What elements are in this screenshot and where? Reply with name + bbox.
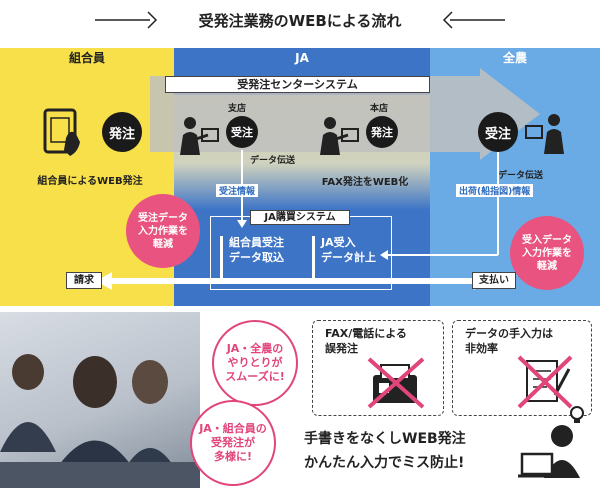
zennoh-receive-circle: 受注 bbox=[478, 112, 518, 152]
title-area: 受発注業務のWEBによる流れ bbox=[0, 0, 600, 40]
page-title: 受発注業務のWEBによる流れ bbox=[198, 12, 402, 30]
ja-system-title: JA購買システム bbox=[250, 210, 350, 225]
member-web-caption: 組合員によるWEB発注 bbox=[37, 176, 143, 187]
call-center-photo bbox=[0, 312, 200, 488]
operator-icon-zennoh bbox=[525, 114, 564, 154]
column-header-ja: JA bbox=[295, 51, 309, 65]
fax-machine-icon bbox=[367, 357, 425, 409]
benefit-bubble-left: 受注データ 入力作業を 軽減 bbox=[126, 194, 200, 268]
operator-silhouettes bbox=[0, 354, 200, 488]
branch-label: 支店 bbox=[228, 104, 247, 114]
benefit-bubble-right: 受入データ 入力作業を 軽減 bbox=[510, 216, 584, 290]
head-office-label: 本店 bbox=[370, 104, 389, 114]
paperwork-icon bbox=[517, 355, 573, 409]
slogan-line-2: かんたん入力でミス防止! bbox=[304, 455, 465, 471]
head-office-order-circle: 発注 bbox=[366, 116, 398, 148]
column-header-member: 組合員 bbox=[68, 51, 105, 65]
lightbulb-icon bbox=[570, 406, 584, 423]
system-banner: 受発注センターシステム bbox=[165, 76, 430, 93]
fax-web-caption: FAX発注をWEB化 bbox=[321, 177, 409, 188]
problem-manual-text: データの手入力は 非効率 bbox=[465, 327, 553, 355]
branch-receive-circle: 受注 bbox=[226, 116, 258, 148]
operator-icon-head-office bbox=[320, 117, 359, 155]
order-info-tag: 受注情報 bbox=[216, 184, 259, 197]
shipping-info-tag: 出荷(船指図)情報 bbox=[456, 184, 534, 197]
invoice-box: 請求 bbox=[66, 272, 102, 289]
column-header-zennoh: 全農 bbox=[502, 51, 527, 65]
operator-icon-branch bbox=[180, 117, 219, 155]
diverse-bubble: JA・組合員の 受発注が 多様に! bbox=[190, 400, 276, 486]
ja-system-item-intake: 組合員受注 データ取込 bbox=[220, 236, 298, 280]
slogan-line-1: 手書きをなくしWEB発注 bbox=[304, 431, 466, 447]
member-order-circle: 発注 bbox=[102, 112, 142, 152]
smooth-bubble: JA・全農の やりとりが スムーズに! bbox=[212, 320, 298, 406]
problem-box-fax: FAX/電話による 誤発注 bbox=[312, 320, 444, 416]
title-ornament bbox=[95, 11, 505, 29]
data-transfer-label-1: データ伝送 bbox=[250, 156, 296, 166]
payment-box: 支払い bbox=[472, 272, 516, 289]
problem-fax-text: FAX/電話による 誤発注 bbox=[325, 327, 407, 355]
user-laptop-icon bbox=[518, 425, 580, 478]
tablet-icon bbox=[43, 108, 80, 156]
problem-box-manual-input: データの手入力は 非効率 bbox=[452, 320, 592, 416]
ja-system-item-receipt: JA受入 データ計上 bbox=[312, 236, 386, 280]
data-transfer-label-2: データ伝送 bbox=[498, 171, 544, 181]
